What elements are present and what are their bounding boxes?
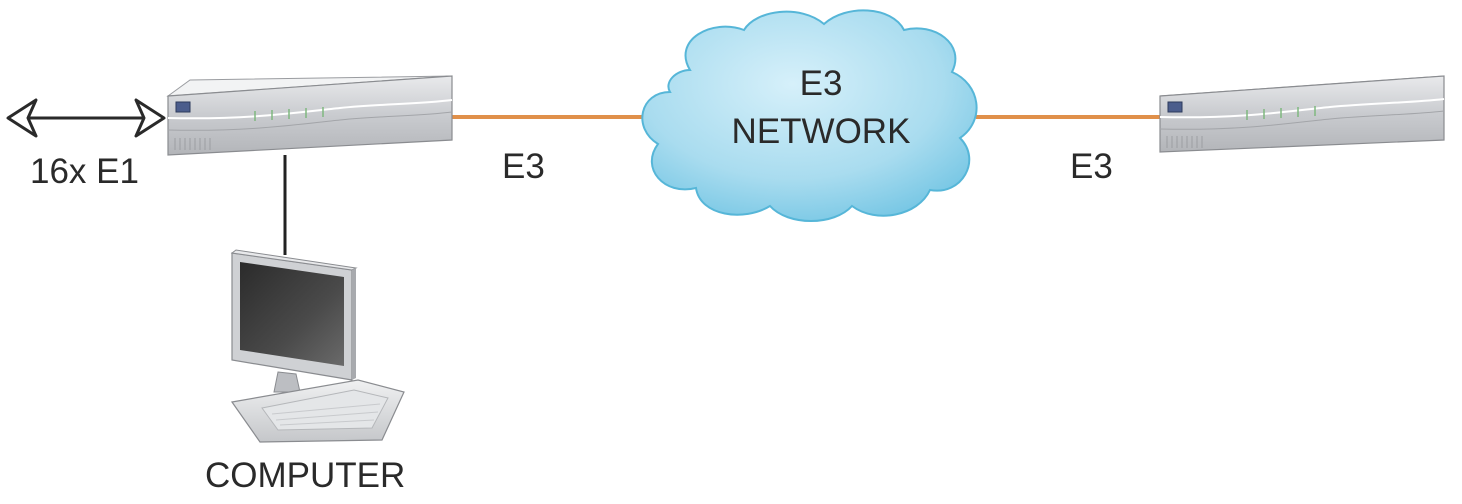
e1-interface-label: 16x E1 [30, 152, 139, 191]
network-device-icon [166, 75, 453, 156]
double-arrow-icon [6, 98, 166, 138]
network-device-icon [1159, 75, 1445, 153]
computer-label: COMPUTER [205, 456, 406, 495]
e3-link-left-label: E3 [502, 147, 545, 186]
e3-link-right-label: E3 [1070, 147, 1113, 186]
computer-icon [230, 249, 405, 443]
cloud-label-line2: NETWORK [731, 112, 911, 151]
cloud-icon [641, 9, 978, 222]
cloud-label-line1: E3 [799, 64, 843, 103]
